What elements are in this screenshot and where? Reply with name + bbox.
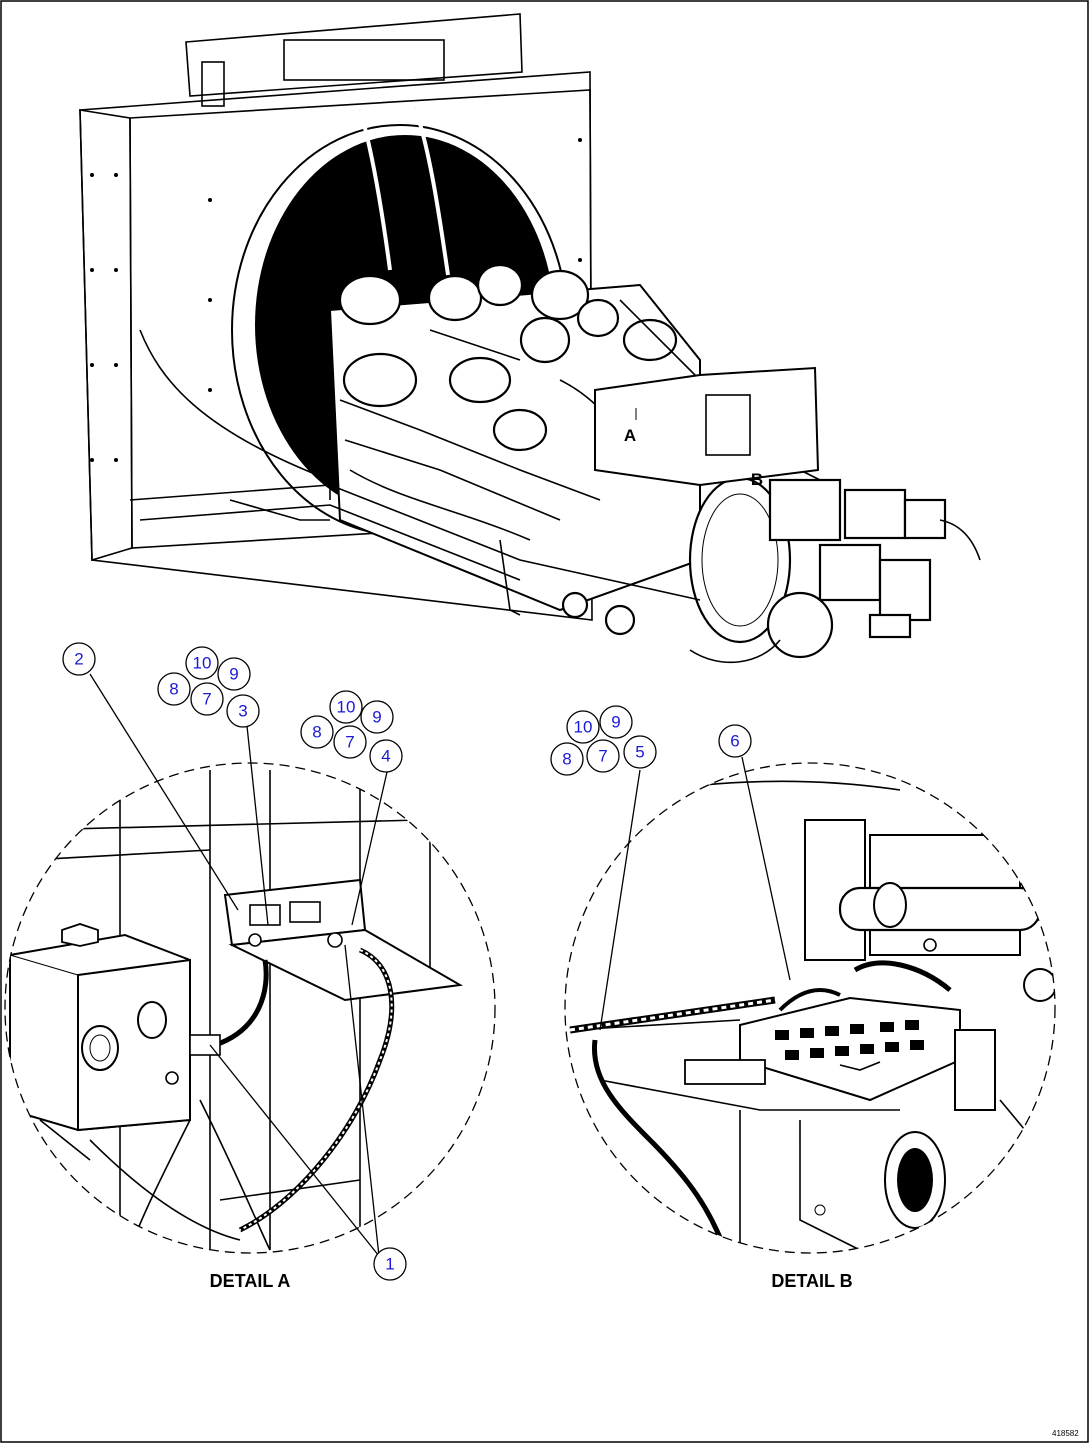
callout-9: 9	[599, 705, 633, 739]
main-assembly-illustration: A B	[79, 13, 981, 664]
svg-text:10: 10	[574, 718, 593, 737]
callout-8: 8	[300, 715, 334, 749]
view-ref-b: B	[751, 470, 763, 489]
svg-text:8: 8	[562, 750, 571, 769]
callout-7: 7	[333, 725, 367, 759]
svg-text:1: 1	[385, 1255, 394, 1274]
callout-2: 2	[62, 642, 96, 676]
callout-5: 5	[623, 735, 657, 769]
callout-4: 4	[369, 739, 403, 773]
svg-text:7: 7	[598, 747, 607, 766]
svg-text:8: 8	[169, 680, 178, 699]
detail-b-illustration	[564, 762, 1056, 1254]
callout-8: 8	[550, 742, 584, 776]
svg-text:3: 3	[238, 702, 247, 721]
callout-10: 10	[566, 710, 600, 744]
callout-10: 10	[329, 690, 363, 724]
callout-8: 8	[157, 672, 191, 706]
view-ref-a: A	[624, 426, 636, 445]
callout-group-c: 10 9 8 7 5	[550, 705, 657, 776]
svg-text:9: 9	[372, 708, 381, 727]
callout-3: 3	[226, 694, 260, 728]
svg-text:9: 9	[611, 713, 620, 732]
svg-text:7: 7	[345, 733, 354, 752]
svg-text:4: 4	[381, 747, 390, 766]
detail-a-illustration	[4, 762, 496, 1254]
svg-text:10: 10	[337, 698, 356, 717]
callout-7: 7	[190, 682, 224, 716]
callout-6: 6	[718, 724, 752, 758]
svg-text:8: 8	[312, 723, 321, 742]
callout-9: 9	[360, 700, 394, 734]
callout-group-b: 10 9 8 7 4	[300, 690, 403, 773]
svg-text:5: 5	[635, 743, 644, 762]
callout-7: 7	[586, 739, 620, 773]
callout-9: 9	[217, 657, 251, 691]
svg-text:6: 6	[730, 732, 739, 751]
svg-text:2: 2	[74, 650, 83, 669]
callout-group-a: 10 9 8 7 3	[157, 646, 260, 728]
svg-text:7: 7	[202, 690, 211, 709]
drawing-number: 418582	[1052, 1429, 1079, 1438]
svg-text:9: 9	[229, 665, 238, 684]
detail-b-label: DETAIL B	[771, 1271, 852, 1291]
detail-a-label: DETAIL A	[210, 1271, 291, 1291]
callout-1: 1	[373, 1247, 407, 1281]
callout-10: 10	[185, 646, 219, 680]
svg-text:10: 10	[193, 654, 212, 673]
leader-lines	[89, 673, 791, 1257]
